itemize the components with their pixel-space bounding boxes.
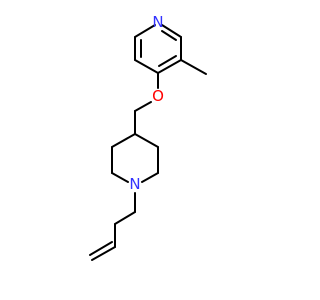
ether-linkage — [134, 72, 159, 135]
piperidine-nitrogen-label: N — [129, 175, 140, 193]
bond-ch2a-ch2b — [114, 211, 136, 225]
bond-c3-c4 — [134, 59, 159, 74]
pyridine-ring — [134, 24, 182, 74]
bond-n1-c2 — [134, 24, 156, 38]
bond-c6-n1 — [161, 24, 182, 38]
bond-c4-c5 — [157, 59, 182, 74]
molecule-structure-diagram: N O N — [0, 0, 300, 300]
bond-ch-ch2-double-2 — [89, 241, 113, 256]
background — [0, 0, 300, 300]
ether-oxygen-label: O — [152, 87, 164, 105]
bond-pc4-pc3 — [134, 133, 159, 148]
bond-pc5-pc4 — [111, 133, 136, 148]
pyridine-nitrogen-label: N — [152, 13, 163, 31]
bond-o-ch2 — [134, 101, 152, 112]
bond-pc2-pn1 — [141, 172, 159, 183]
bond-pn1-pc6 — [111, 172, 129, 183]
bond-ch-ch2-double-1 — [91, 246, 116, 261]
piperidine-ring — [111, 133, 159, 183]
butenyl-chain — [89, 192, 136, 261]
bond-c4-c5-inner — [158, 55, 177, 67]
bond-c6-n1-inner — [161, 30, 177, 41]
bond-methyl — [180, 59, 207, 75]
